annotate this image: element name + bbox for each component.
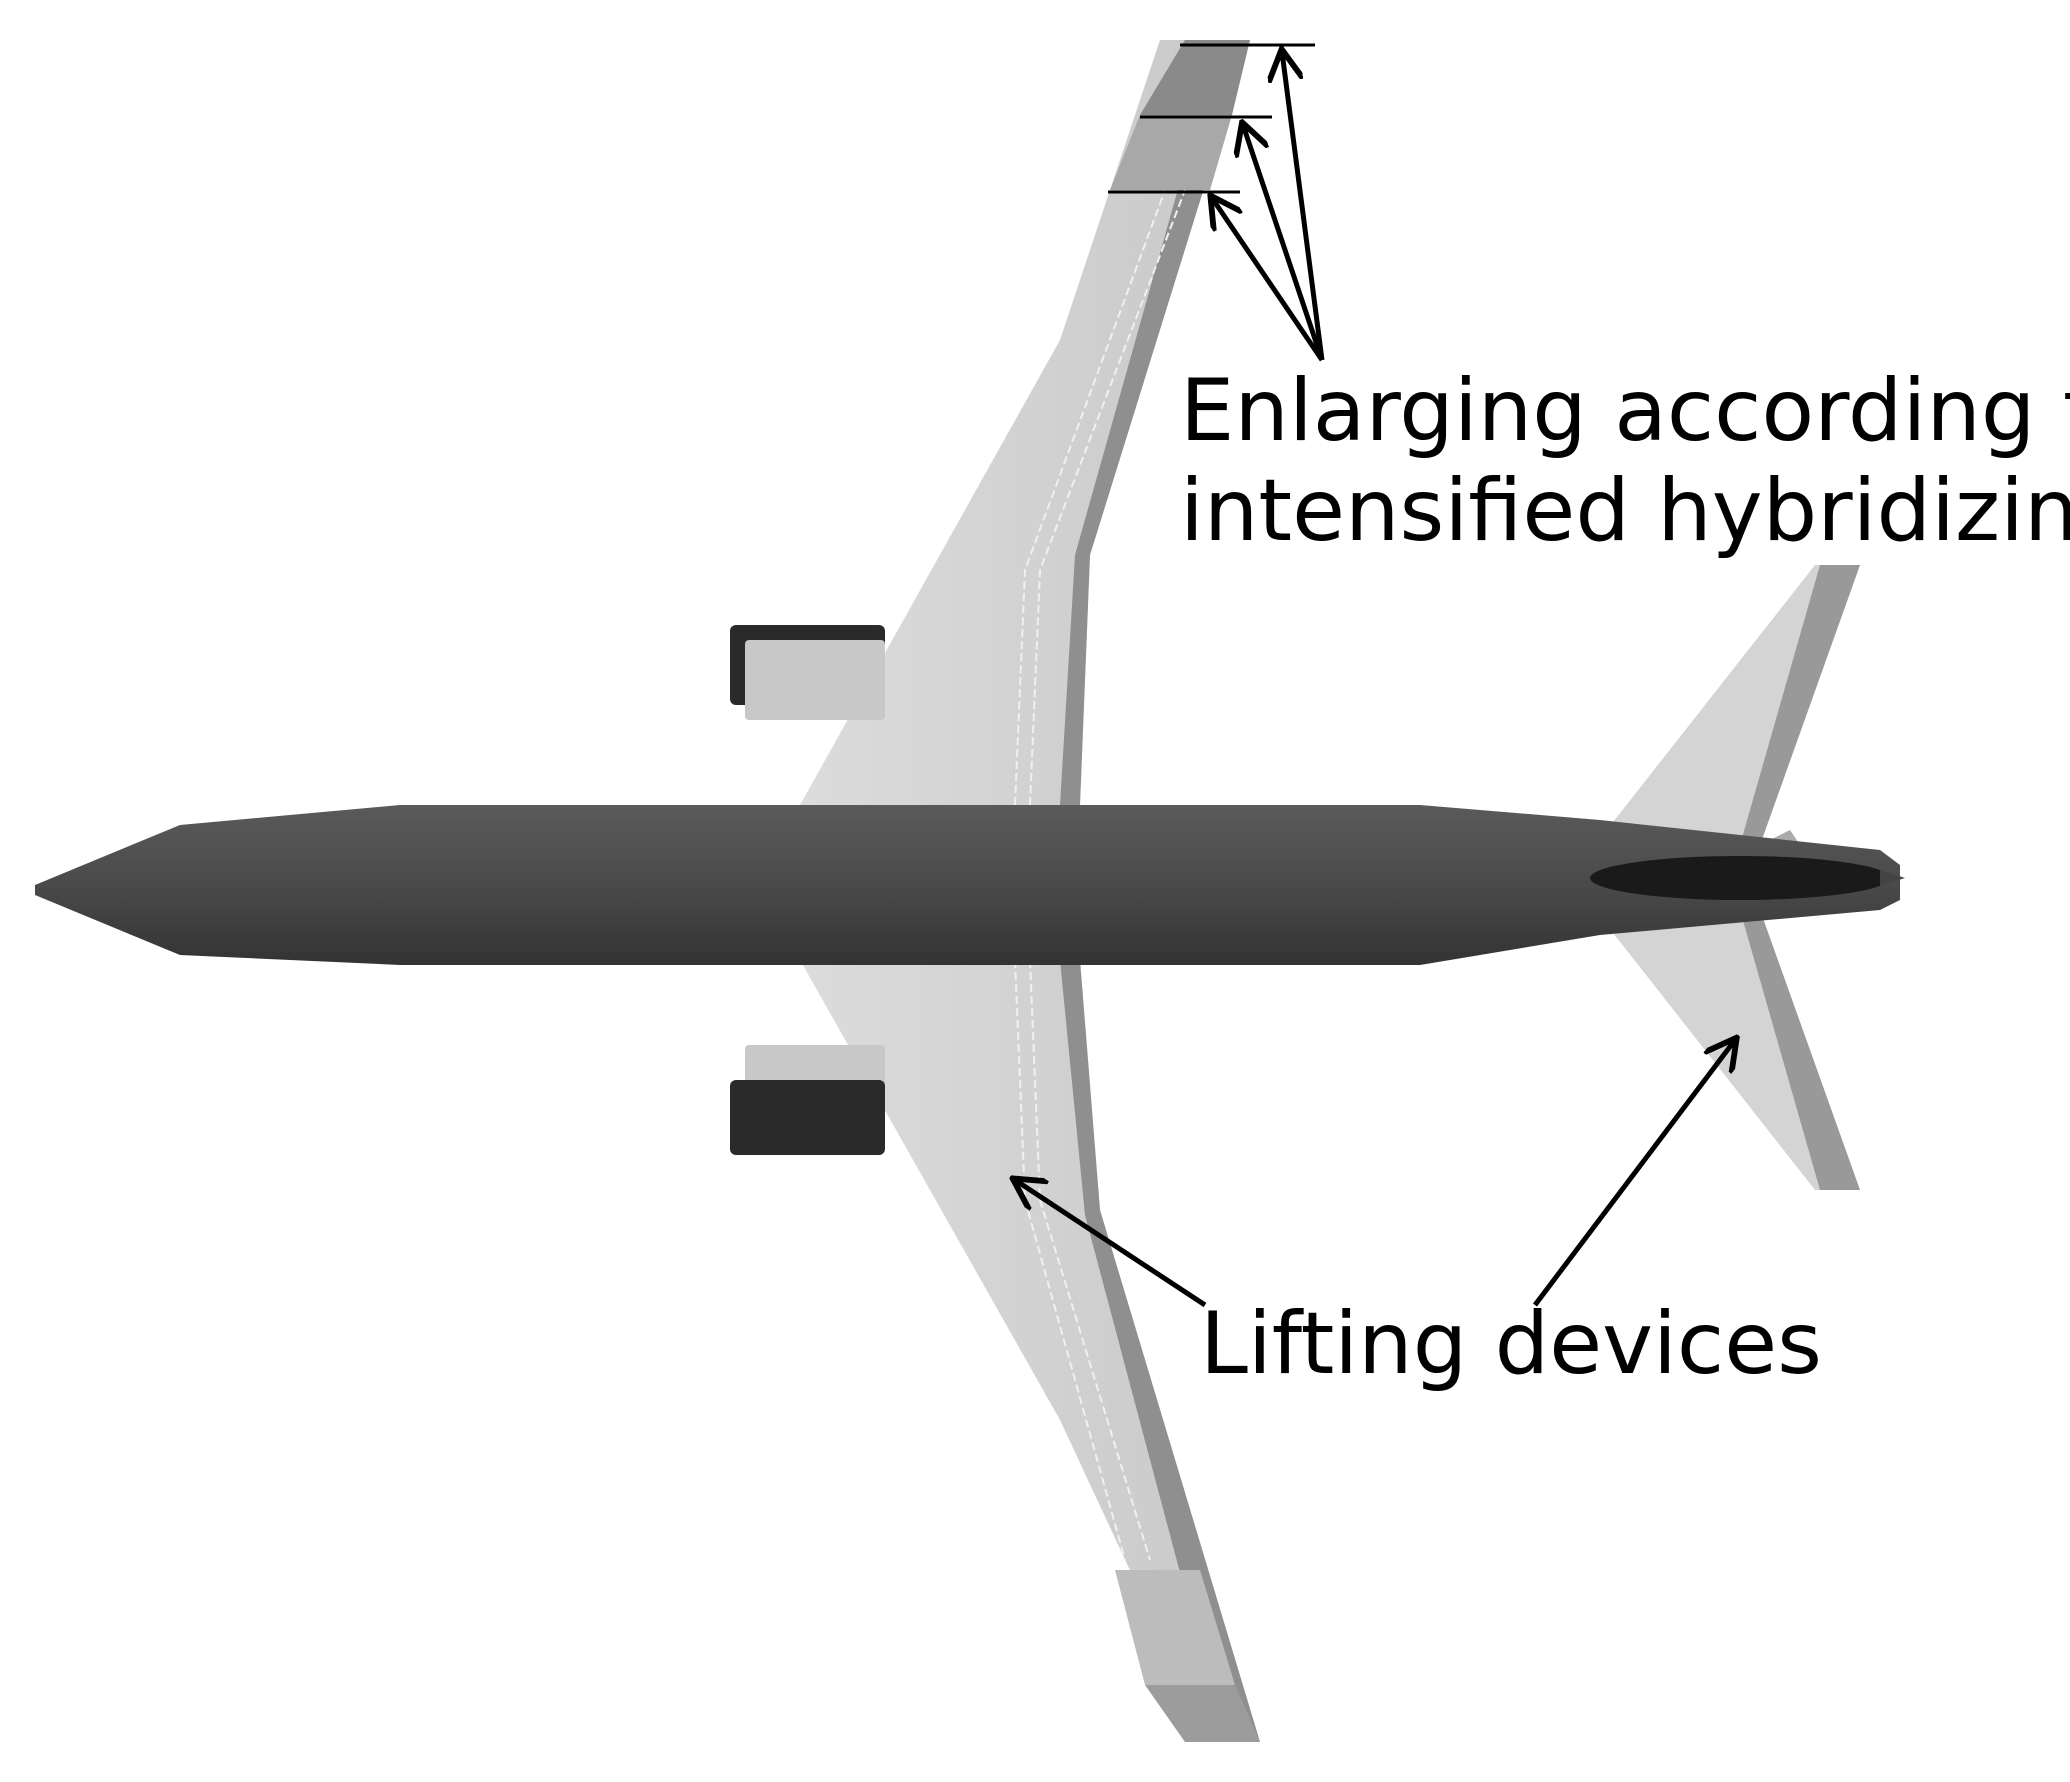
lower-engine bbox=[730, 1045, 885, 1155]
lifting-device-arrows bbox=[1015, 1040, 1735, 1308]
enlarging-label-line1: Enlarging according to bbox=[1180, 361, 2070, 461]
upper-wing-tip-1 bbox=[1140, 40, 1250, 115]
upper-engine bbox=[730, 625, 885, 720]
lower-wing-edge bbox=[1060, 960, 1260, 1742]
lower-wing-flap-outer bbox=[1115, 1570, 1235, 1685]
arrow-tip-2 bbox=[1243, 125, 1325, 361]
lifting-devices-label: Lifting devices bbox=[1200, 1294, 1822, 1394]
upper-wing bbox=[800, 40, 1250, 806]
enlarging-label-line2: intensified hybridizing bbox=[1180, 461, 2070, 561]
fuselage bbox=[35, 805, 1905, 965]
arrow-tip-3 bbox=[1212, 198, 1325, 362]
upper-wing-edge bbox=[1060, 40, 1250, 805]
arrow-stabilizer-flap bbox=[1533, 1040, 1735, 1307]
lower-wing-tip bbox=[1145, 1685, 1260, 1742]
upper-stabilizer bbox=[1595, 565, 1860, 845]
enlarging-arrows bbox=[1212, 52, 1325, 362]
arrow-wing-flap bbox=[1015, 1180, 1207, 1308]
upper-wing-tip-2 bbox=[1110, 115, 1232, 190]
arrow-tip-1 bbox=[1282, 52, 1325, 361]
